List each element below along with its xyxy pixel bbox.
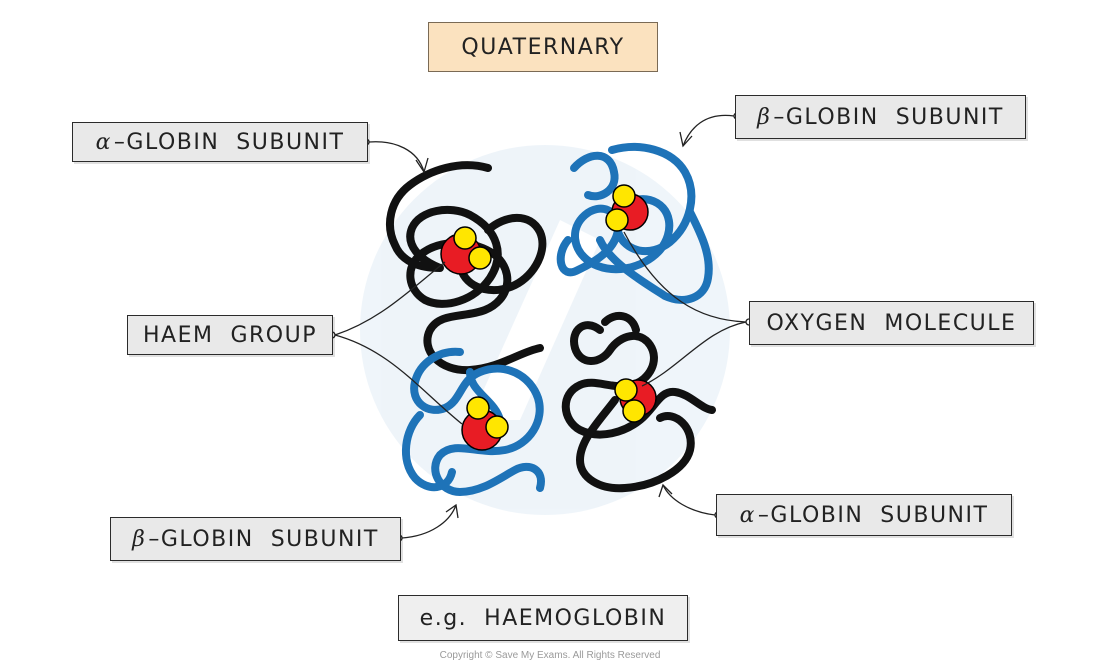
beta-chain-bottom-left <box>410 347 545 496</box>
example-text: e.g. HAEMOGLOBIN <box>419 605 667 631</box>
haem-group-top-right <box>605 184 649 232</box>
beta-symbol: β <box>132 526 147 552</box>
line-haem-top <box>334 261 446 336</box>
oxygen-atom <box>614 378 638 402</box>
label-alpha-globin-bottom-right: α–GLOBIN SUBUNIT <box>716 494 1012 536</box>
haem-group-bottom-left <box>461 396 509 451</box>
label-beta-globin-bottom-left: β–GLOBIN SUBUNIT <box>110 517 401 561</box>
oxygen-atom <box>468 246 492 270</box>
label-text: –GLOBIN SUBUNIT <box>757 502 989 528</box>
alpha-symbol: α <box>739 502 756 528</box>
alpha-symbol: α <box>95 129 112 155</box>
label-text: –GLOBIN SUBUNIT <box>773 104 1004 130</box>
oxygen-atom <box>612 184 636 208</box>
diagram-title-text: QUATERNARY <box>461 34 625 60</box>
label-alpha-globin-top-left: α–GLOBIN SUBUNIT <box>72 122 368 162</box>
arrow-beta-top-right <box>682 114 735 147</box>
label-beta-globin-top-right: β–GLOBIN SUBUNIT <box>735 95 1026 139</box>
oxygen-atom <box>605 208 629 232</box>
oxygen-atom <box>622 399 646 423</box>
label-text: OXYGEN MOLECULE <box>766 310 1017 336</box>
copyright-notice: Copyright © Save My Exams. All Rights Re… <box>439 650 661 661</box>
line-haem-bottom <box>334 334 463 425</box>
beta-symbol: β <box>757 104 772 130</box>
line-oxygen-top <box>623 231 747 323</box>
oxygen-atom <box>485 415 509 439</box>
arrow-alpha-top-left <box>368 141 425 173</box>
label-oxygen-molecule: OXYGEN MOLECULE <box>749 301 1034 345</box>
label-text: –GLOBIN SUBUNIT <box>113 129 345 155</box>
example-label: e.g. HAEMOGLOBIN <box>398 595 688 641</box>
label-haem-group: HAEM GROUP <box>127 315 333 355</box>
oxygen-atom <box>466 396 490 420</box>
alpha-chain-top-left <box>386 161 544 375</box>
label-text: HAEM GROUP <box>143 322 317 348</box>
oxygen-atom <box>453 226 477 250</box>
line-oxygen-bottom <box>641 321 747 387</box>
watermark-logo <box>360 145 730 515</box>
arrow-beta-bottom-left <box>401 504 457 539</box>
label-text: –GLOBIN SUBUNIT <box>148 526 379 552</box>
haem-group-bottom-right <box>614 378 657 423</box>
diagram-title: QUATERNARY <box>428 22 658 72</box>
haem-group-top-left <box>440 226 492 275</box>
arrow-alpha-bottom-right <box>662 484 716 516</box>
